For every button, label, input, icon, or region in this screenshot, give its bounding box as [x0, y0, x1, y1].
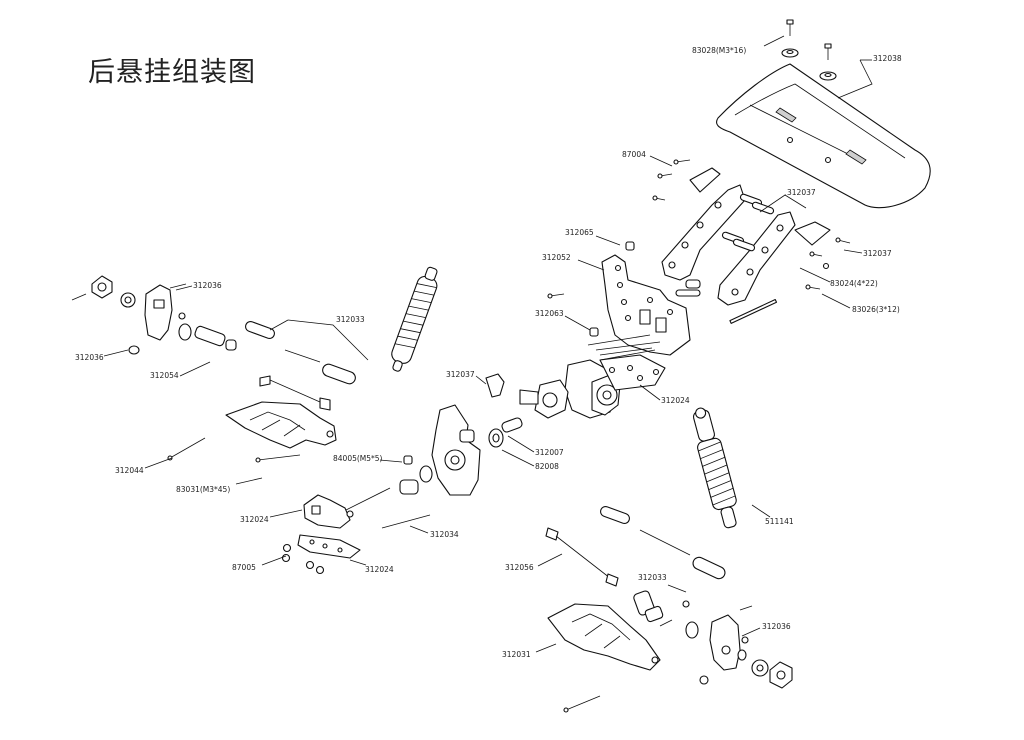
label-312036-b: 312036: [75, 353, 104, 362]
page-title: 后悬挂组装图: [88, 57, 256, 88]
lower-arm-right: [547, 603, 661, 671]
label-312033-a: 312033: [336, 315, 365, 324]
label-312037-a: 312037: [787, 188, 816, 197]
label-84005: 84005(M5*5): [333, 454, 383, 463]
label-511141: 511141: [765, 517, 794, 526]
label-83026: 83026(3*12): [852, 305, 900, 314]
label-312037-b: 312037: [863, 249, 892, 258]
hub-carrier: [431, 404, 481, 496]
label-312007: 312007: [535, 448, 564, 457]
arm-mount-left: [297, 487, 431, 559]
label-83024: 83024(4*22): [830, 279, 878, 288]
label-312056: 312056: [505, 563, 534, 572]
label-87005: 87005: [232, 563, 256, 572]
camber-link-mount: [485, 373, 505, 398]
wing-screw: [781, 19, 837, 81]
label-312031: 312031: [502, 650, 531, 659]
label-312054: 312054: [150, 371, 179, 380]
turnbuckle-lower: [600, 506, 726, 580]
label-312044: 312044: [115, 466, 144, 475]
shock-absorber-left: [391, 266, 438, 372]
turnbuckle-upper: [245, 321, 356, 385]
label-312024-c: 312024: [365, 565, 394, 574]
label-87004: 87004: [622, 150, 646, 159]
small-screws: [652, 159, 851, 324]
nuts-left: [281, 543, 325, 575]
label-312036-c: 312036: [762, 622, 791, 631]
label-312034: 312034: [430, 530, 459, 539]
gearbox: [519, 354, 666, 419]
label-312024-b: 312024: [240, 515, 269, 524]
wing-mount-right: [717, 211, 831, 306]
shock-tower: [601, 254, 701, 356]
bearings: [399, 417, 523, 495]
label-312063: 312063: [535, 309, 564, 318]
shock-absorber-right: [692, 407, 737, 529]
right-hub-parts: [633, 590, 793, 689]
label-312024-a: 312024: [661, 396, 690, 405]
label-312038: 312038: [873, 54, 902, 63]
wing-mount-posts: [721, 193, 775, 252]
label-83031: 83031(M3*45): [176, 485, 230, 494]
left-hub-parts: [71, 275, 237, 355]
label-82008: 82008: [535, 462, 559, 471]
label-312037-c: 312037: [446, 370, 475, 379]
label-83028: 83028(M3*16): [692, 46, 746, 55]
label-312052: 312052: [542, 253, 571, 262]
label-312033-b: 312033: [638, 573, 667, 582]
label-312036-a: 312036: [193, 281, 222, 290]
rear-wing: [715, 63, 931, 209]
driveshaft-right: [545, 527, 619, 587]
lower-arm-left: [225, 401, 337, 449]
shock-tower-hardware: [547, 241, 661, 361]
wing-mount-left: [661, 167, 746, 281]
driveshaft-left: [259, 375, 331, 411]
label-312065: 312065: [565, 228, 594, 237]
